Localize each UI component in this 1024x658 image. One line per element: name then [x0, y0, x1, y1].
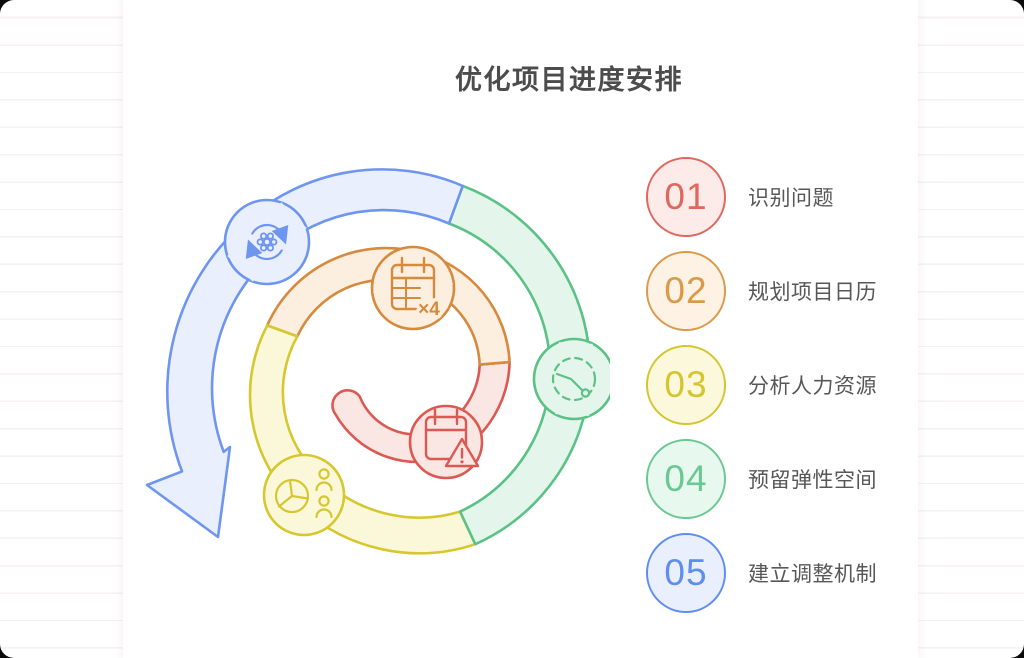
step-label-2: 规划项目日历 — [748, 281, 877, 304]
calendar-alert-icon — [424, 408, 480, 468]
spiral-diagram: ×4 — [145, 168, 610, 555]
step-label-4: 预留弹性空间 — [748, 469, 877, 492]
adjustment-mechanism-band — [145, 168, 464, 539]
page-title: 优化项目进度安排 — [455, 65, 683, 95]
steps-list: 01 识别问题 02 规划项目日历 03 分析人力资源 04 预留弹性空间 05… — [646, 157, 877, 613]
calendar-x4-label: ×4 — [418, 299, 440, 320]
step-number-badge-5: 05 — [646, 533, 726, 613]
step-label-1: 识别问题 — [748, 187, 834, 210]
step-label-5: 建立调整机制 — [748, 563, 877, 586]
calendar-x4-icon: ×4 — [390, 256, 444, 324]
step-label-3: 分析人力资源 — [748, 375, 877, 398]
segment-plan-calendar: ×4 — [265, 245, 511, 366]
sync-gear-icon — [245, 223, 289, 261]
segment-identify-problems — [331, 360, 511, 480]
step-number-badge-4: 04 — [646, 439, 726, 519]
reserve-patch — [555, 342, 593, 416]
segment-adjustment-mechanism — [145, 168, 464, 539]
step-item-5: 05 建立调整机制 — [646, 533, 877, 613]
segment-reserve-flexibility — [447, 184, 610, 546]
step-item-1: 01 识别问题 — [646, 157, 877, 237]
step-number-badge-3: 03 — [646, 345, 726, 425]
content-card — [123, 0, 918, 658]
step-number-badge-1: 01 — [646, 157, 726, 237]
step-item-2: 02 规划项目日历 — [646, 251, 877, 331]
pie-people-icon — [274, 468, 333, 519]
segment-analyze-resources — [248, 324, 477, 555]
step-item-3: 03 分析人力资源 — [646, 345, 877, 425]
step-number-badge-2: 02 — [646, 251, 726, 331]
timer-icon — [551, 356, 597, 402]
step-item-4: 04 预留弹性空间 — [646, 439, 877, 519]
